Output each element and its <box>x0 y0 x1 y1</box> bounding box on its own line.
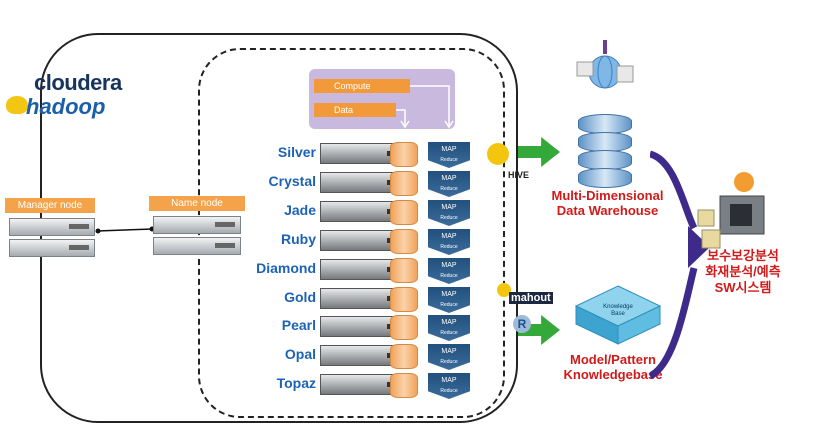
system-label-line2: 화재분석/예측 <box>705 264 781 279</box>
data-node-name: Ruby <box>281 231 316 247</box>
mapreduce-map-text: MAP <box>441 319 457 326</box>
mapreduce-map-text: MAP <box>441 204 457 211</box>
system-label-line1: 보수보강분석 <box>707 248 779 263</box>
manager-name-link <box>95 226 155 234</box>
data-node-name: Topaz <box>276 375 316 391</box>
mapreduce-reduce-text: Reduce <box>440 244 458 250</box>
compute-data-panel: Compute Data <box>309 69 455 129</box>
storage-disk-icon <box>390 373 418 398</box>
warehouse-label: Multi-Dimensional Data Warehouse <box>530 188 685 218</box>
manager-server-icon <box>9 218 95 236</box>
mapreduce-map-text: MAP <box>441 348 457 355</box>
mapreduce-reduce-text: Reduce <box>440 186 458 192</box>
database-icon <box>578 168 632 188</box>
manager-node-label: Manager node <box>5 198 95 213</box>
data-node-name: Silver <box>277 144 316 160</box>
warehouse-label-line2: Data Warehouse <box>556 203 659 218</box>
r-logo: R <box>513 315 531 333</box>
manager-server-icon <box>9 239 95 257</box>
mahout-logo: mahout <box>509 292 553 304</box>
knowledge-base-cube-icon <box>574 285 662 345</box>
storage-disk-icon <box>390 315 418 340</box>
mapreduce-map-text: MAP <box>441 262 457 269</box>
analysis-system-icon <box>697 172 765 249</box>
storage-disk-icon <box>390 229 418 254</box>
mapreduce-map-text: MAP <box>441 291 457 298</box>
name-server-icon <box>153 237 241 255</box>
cloudera-logo: cloudera <box>34 70 122 95</box>
storage-disk-icon <box>390 287 418 312</box>
mapreduce-reduce-text: Reduce <box>440 215 458 221</box>
system-label: 보수보강분석 화재분석/예측 SW시스템 <box>688 248 798 296</box>
data-node-name: Diamond <box>256 260 316 276</box>
mapreduce-map-text: MAP <box>441 377 457 384</box>
storage-disk-icon <box>390 142 418 167</box>
storage-disk-icon <box>390 200 418 225</box>
mapreduce-map-text: MAP <box>441 175 457 182</box>
hive-logo: HIVE <box>508 170 530 180</box>
compute-bar: Compute <box>314 79 410 93</box>
database-icon <box>578 114 632 134</box>
hive-bee-icon <box>487 143 509 165</box>
data-node-name: Crystal <box>268 173 316 189</box>
knowledge-label-line2: Knowledgebase <box>563 367 663 382</box>
data-node-name: Pearl <box>281 317 316 333</box>
mapreduce-map-text: MAP <box>441 233 457 240</box>
system-label-line3: SW시스템 <box>714 280 772 295</box>
knowledge-base-cube-label: Knowledge Base <box>603 304 633 317</box>
mapreduce-map-text: MAP <box>441 146 457 153</box>
hadoop-logo: hadoop <box>26 94 106 119</box>
name-node-label: Name node <box>149 196 245 211</box>
green-arrow-icon <box>518 137 560 167</box>
mapreduce-reduce-text: Reduce <box>440 330 458 336</box>
flow-arrow-icon <box>396 85 454 129</box>
data-node-name: Opal <box>284 346 316 362</box>
knowledge-label: Model/Pattern Knowledgebase <box>548 352 678 382</box>
storage-disk-icon <box>390 258 418 283</box>
globe-network-icon <box>576 40 634 89</box>
data-bar: Data <box>314 103 396 117</box>
database-icon <box>578 150 632 170</box>
mapreduce-reduce-text: Reduce <box>440 302 458 308</box>
purple-converge-arrow-icon <box>650 150 710 380</box>
storage-disk-icon <box>390 344 418 369</box>
hadoop-elephant-icon <box>6 96 28 114</box>
storage-disk-icon <box>390 171 418 196</box>
data-node-name: Jade <box>284 202 316 218</box>
data-node-name: Gold <box>284 289 316 305</box>
mapreduce-reduce-text: Reduce <box>440 273 458 279</box>
warehouse-label-line1: Multi-Dimensional <box>551 188 664 203</box>
database-icon <box>578 132 632 152</box>
mapreduce-reduce-text: Reduce <box>440 157 458 163</box>
mapreduce-reduce-text: Reduce <box>440 388 458 394</box>
mapreduce-reduce-text: Reduce <box>440 359 458 365</box>
mahout-elephant-icon <box>497 283 511 297</box>
knowledge-label-line1: Model/Pattern <box>570 352 656 367</box>
name-server-icon <box>153 216 241 234</box>
